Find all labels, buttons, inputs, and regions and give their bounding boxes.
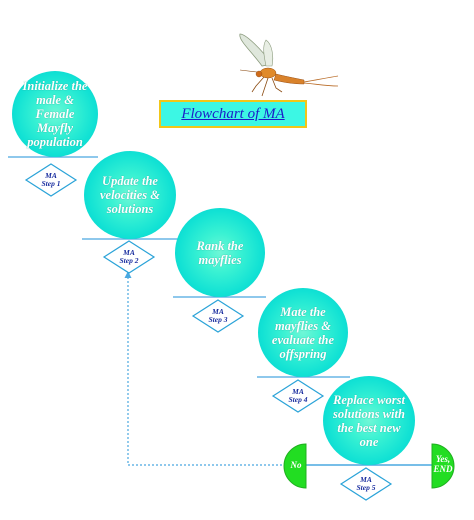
step-1-circle: Initialize the male & Female Mayfly popu… xyxy=(12,71,98,157)
step-3-diamond xyxy=(191,299,245,333)
decision-no-label: No xyxy=(290,460,302,470)
flowchart-title: Flowchart of MA xyxy=(181,105,285,122)
feedback-dashed-line xyxy=(127,276,286,466)
step-1-text: Initialize the male & Female Mayfly popu… xyxy=(22,79,88,149)
step-4-text: Mate the mayflies & evaluate the offspri… xyxy=(271,304,335,361)
step-2-circle: Update the velocities & solutions xyxy=(84,151,176,239)
yes-semicircle xyxy=(431,443,455,489)
step-5-text: Replace worst solutions with the best ne… xyxy=(333,392,405,449)
step-5-circle: Replace worst solutions with the best ne… xyxy=(323,376,415,465)
mayfly-insect-icon xyxy=(239,33,339,97)
step-2-text: Update the velocities & solutions xyxy=(99,174,161,216)
step-3-text: Rank the mayflies xyxy=(196,238,244,267)
step-3-circle: Rank the mayflies xyxy=(175,208,265,297)
step-4-diamond xyxy=(271,379,325,413)
step-2-diamond xyxy=(102,240,156,274)
step-5-diamond xyxy=(339,467,393,501)
step-4-circle: Mate the mayflies & evaluate the offspri… xyxy=(258,288,348,377)
feedback-arrowhead xyxy=(124,271,132,278)
no-semicircle xyxy=(283,443,307,489)
decision-yes-end-label: Yes,END xyxy=(433,454,453,474)
flowchart-title-box: Flowchart of MA xyxy=(159,100,307,128)
step-1-diamond xyxy=(24,163,78,197)
